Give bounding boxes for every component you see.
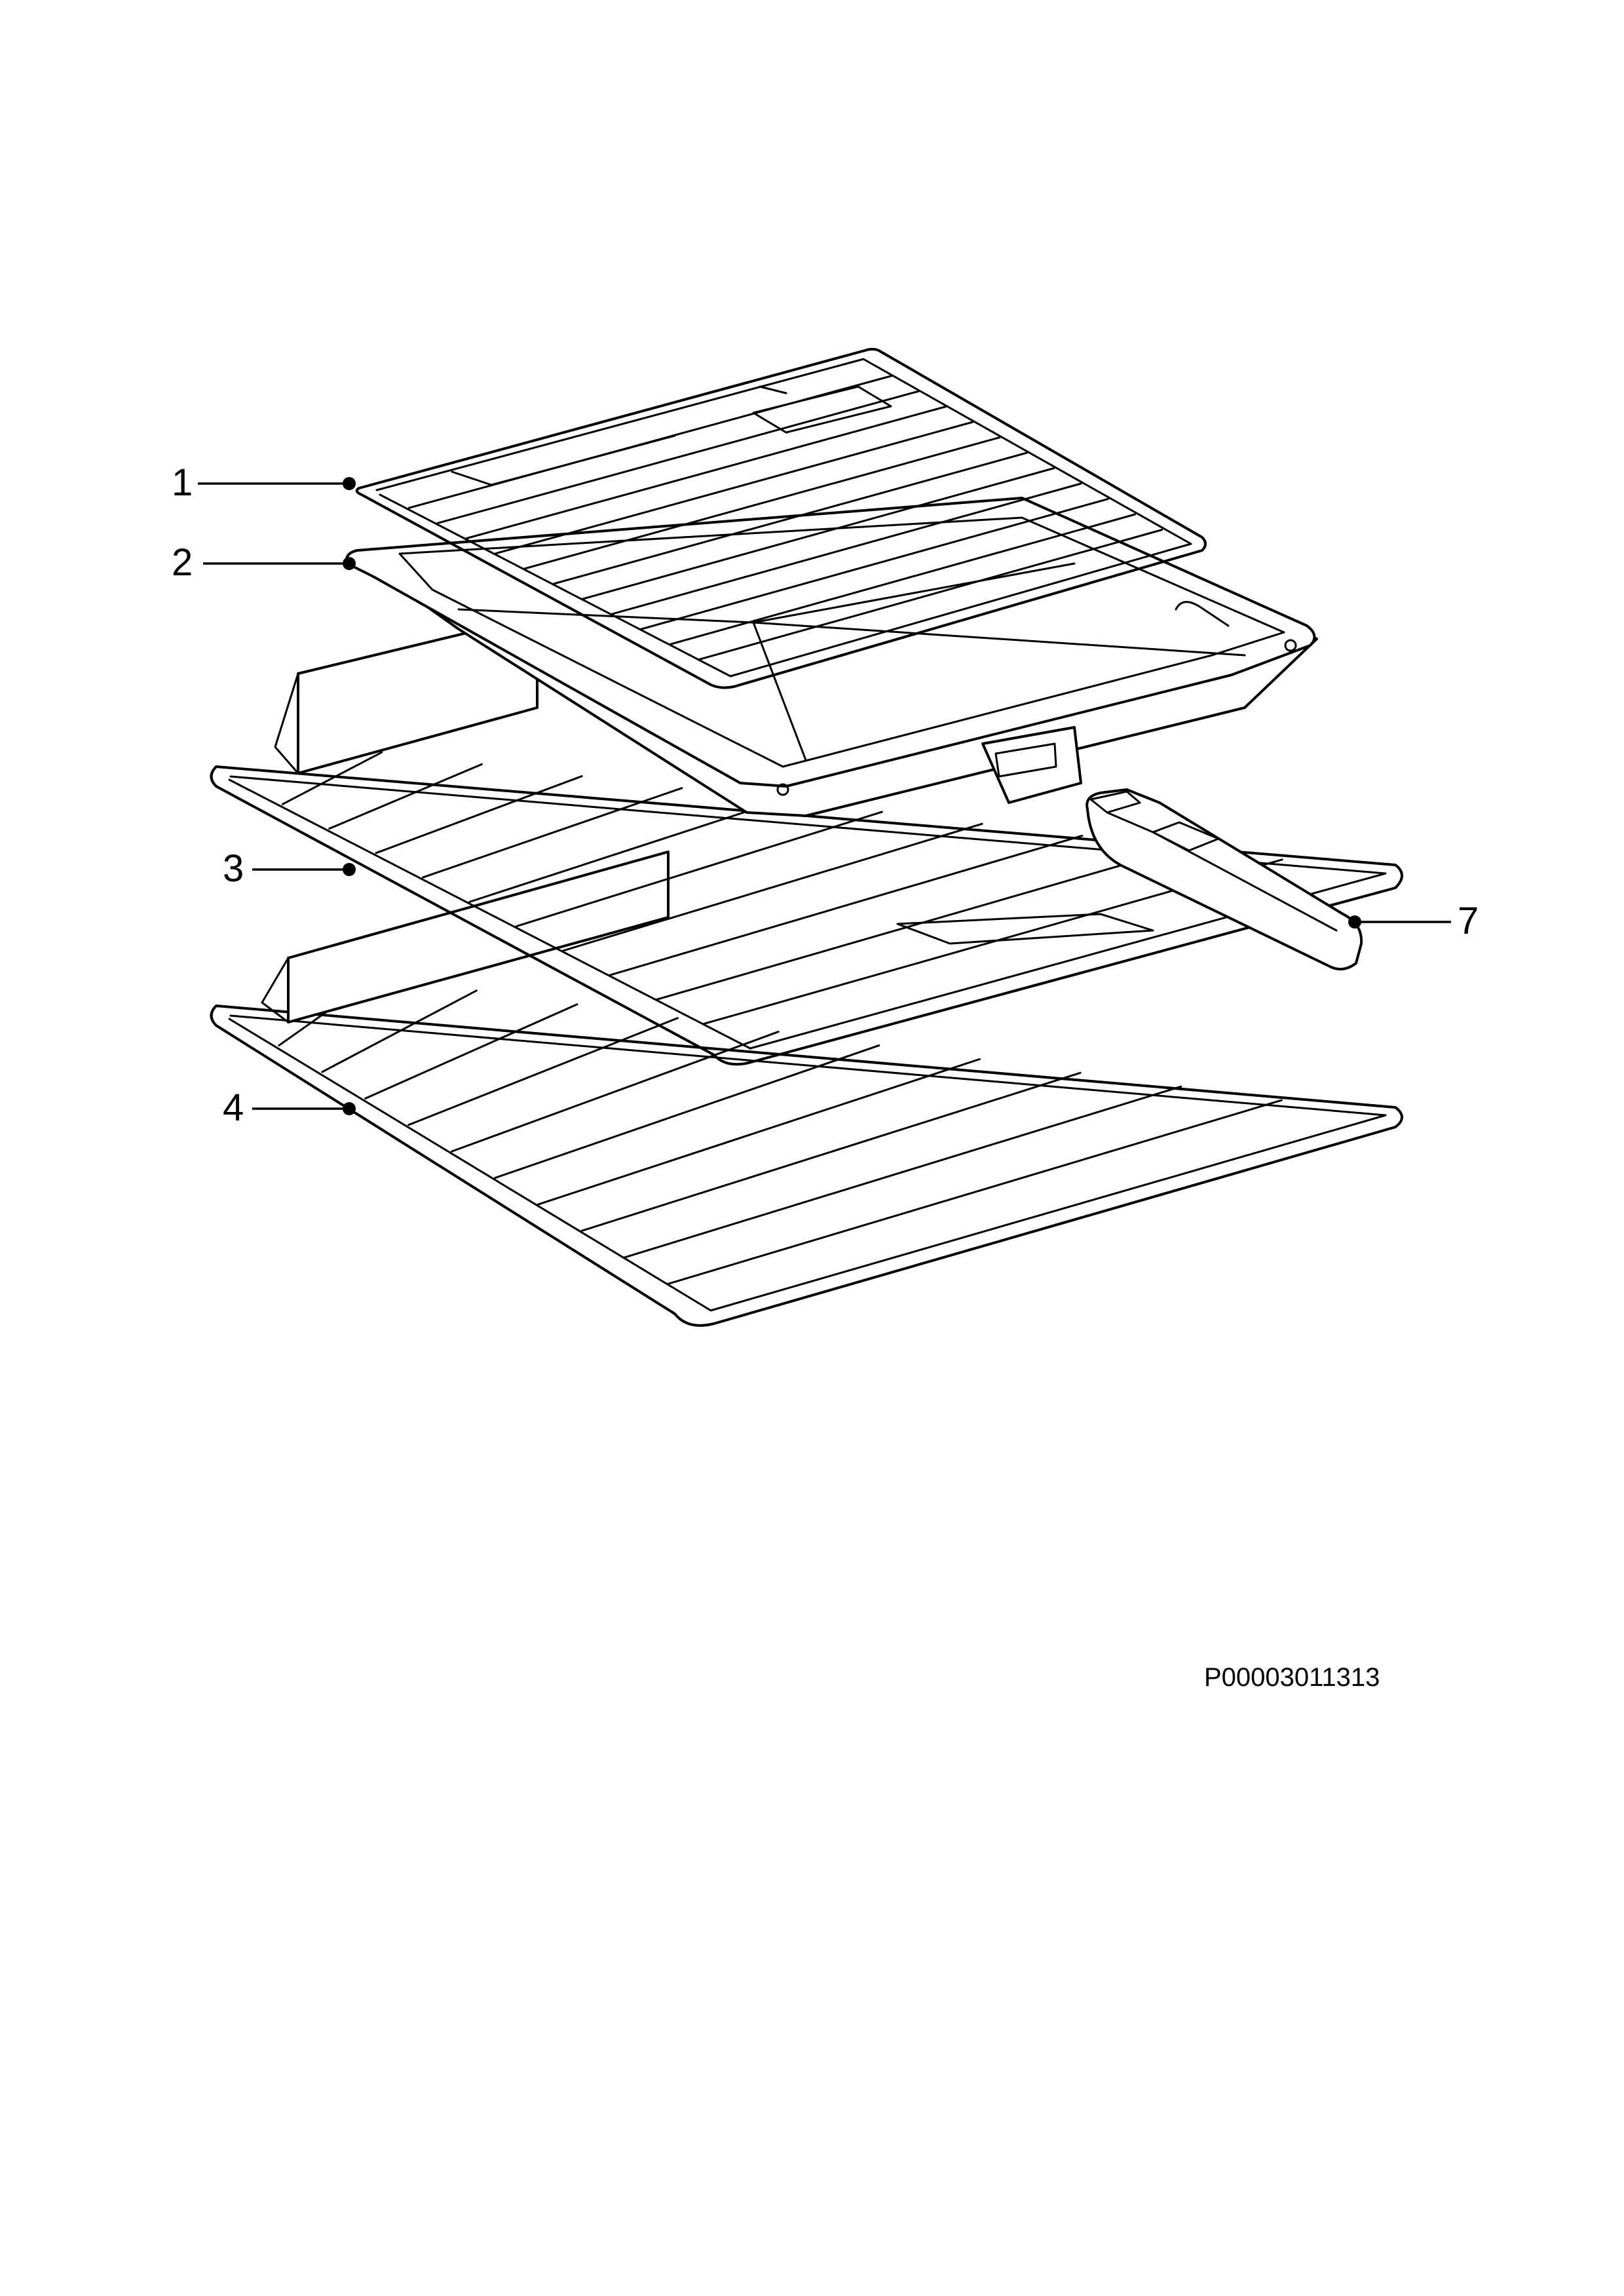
grid-bar bbox=[610, 482, 1082, 615]
shelf-bar bbox=[468, 799, 784, 903]
leader-dot-2 bbox=[343, 557, 356, 570]
shelf-bar bbox=[609, 834, 1084, 976]
pan-handle bbox=[1086, 788, 1363, 970]
shelf-bar bbox=[623, 1085, 1182, 1259]
shelf-bar bbox=[328, 763, 483, 830]
grid-bar bbox=[466, 406, 947, 539]
leader-dot-7 bbox=[1348, 915, 1361, 928]
grid-bar bbox=[581, 467, 1055, 600]
grid-bar bbox=[697, 529, 1163, 661]
leader-dot-1 bbox=[343, 477, 356, 490]
grid-bar bbox=[639, 498, 1109, 630]
shelf-bar bbox=[537, 1058, 981, 1206]
grid-bar bbox=[436, 390, 920, 524]
oven-shelf-lower bbox=[210, 851, 1403, 1327]
shelf-bar bbox=[407, 1017, 679, 1126]
callout-label-3: 3 bbox=[223, 847, 244, 890]
callout-label-4: 4 bbox=[223, 1086, 244, 1129]
grid-shelf bbox=[355, 347, 1207, 689]
shelf-bar bbox=[451, 1031, 780, 1153]
callout-label-1: 1 bbox=[172, 461, 193, 504]
leader-dot-4 bbox=[343, 1102, 356, 1115]
shelf-bar bbox=[364, 1003, 578, 1100]
callout-label-7: 7 bbox=[1458, 900, 1479, 942]
oven-shelf-upper bbox=[210, 615, 1403, 1066]
shelf-bar bbox=[281, 751, 383, 805]
callout-label-2: 2 bbox=[172, 541, 193, 584]
shelf-bar bbox=[421, 787, 683, 879]
grid-bar bbox=[495, 421, 974, 555]
shelf-bar bbox=[580, 1071, 1082, 1233]
shelf-bar bbox=[493, 1044, 880, 1179]
shelf-bar bbox=[515, 811, 883, 928]
leader-dot-3 bbox=[343, 863, 356, 876]
grid-bar bbox=[668, 513, 1136, 646]
shelf-bar bbox=[375, 775, 583, 854]
grill-pan bbox=[345, 497, 1318, 817]
shelf-bar bbox=[562, 822, 983, 952]
shelf-bar bbox=[666, 1099, 1283, 1286]
grid-bar bbox=[552, 451, 1028, 585]
grid-bar bbox=[523, 436, 1001, 570]
drawing-code: P00003011313 bbox=[1204, 1663, 1380, 1692]
shelf-bar bbox=[321, 989, 478, 1073]
callout-leaders bbox=[198, 477, 1451, 1115]
